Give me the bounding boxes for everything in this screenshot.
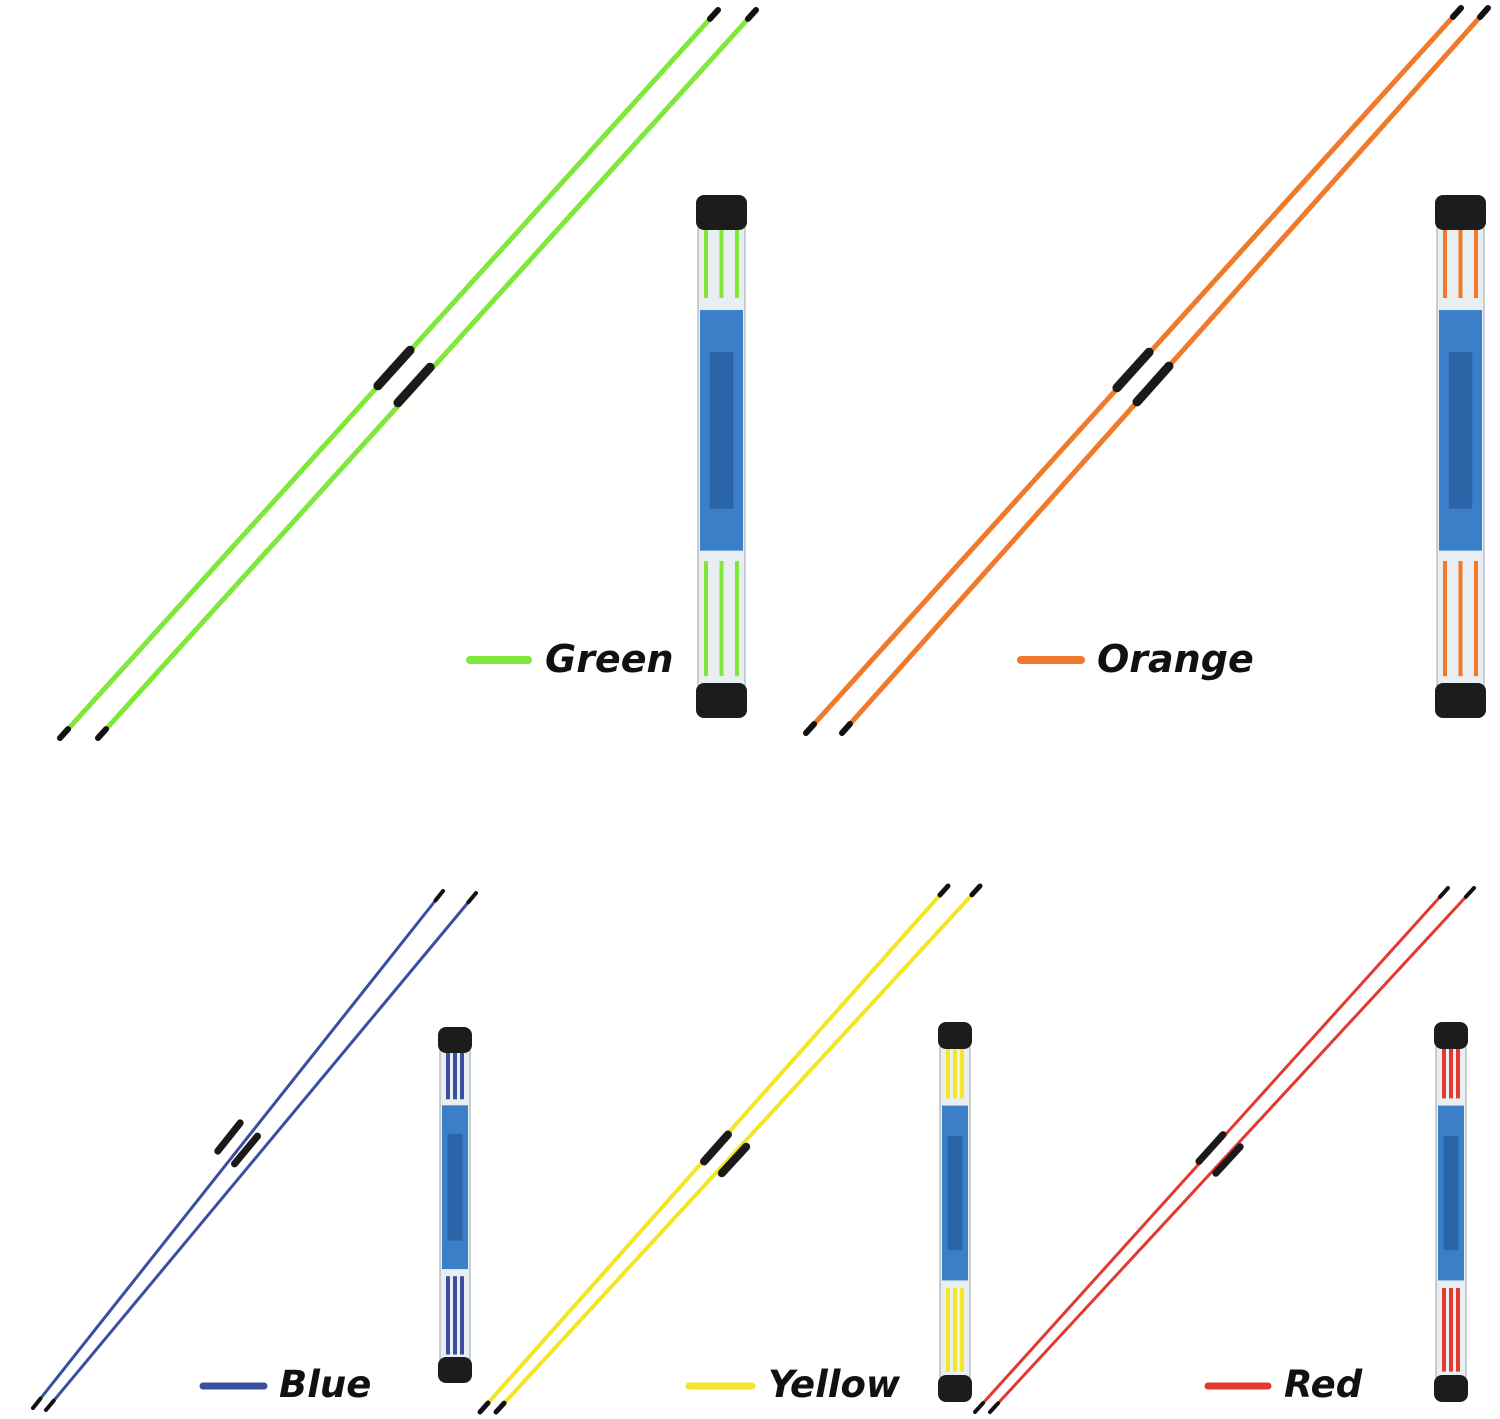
yellow-case-cap-top [938, 1022, 972, 1049]
orange-case-stick-bottom-1 [1443, 561, 1447, 677]
orange-stick-tip-top-2 [1477, 5, 1491, 20]
yellow-case-stick-top-2 [953, 1049, 957, 1099]
green-case-stick-top-1 [704, 230, 708, 298]
green-case-stick-top-3 [735, 230, 739, 298]
green-case-stick-bottom-1 [704, 561, 708, 677]
blue-case-cap-bottom [438, 1357, 472, 1383]
red-case-cap-bottom [1434, 1375, 1468, 1402]
red-stick-2 [988, 886, 1476, 1414]
yellow-case-stick-bottom-2 [953, 1288, 957, 1372]
red-case-stick-top-2 [1449, 1049, 1453, 1099]
blue-case-stick-top-1 [446, 1053, 450, 1100]
green-connector-sleeve-2 [393, 362, 435, 408]
red-stick-tip-top-2 [1463, 886, 1476, 899]
green-case-cap-bottom [696, 683, 747, 718]
yellow-case-cap-bottom [938, 1375, 972, 1402]
orange-case-stick-bottom-3 [1474, 561, 1478, 677]
red-case-cap-top [1434, 1022, 1468, 1049]
orange-stick-tip-bottom-1 [803, 721, 818, 736]
red-connector-sleeve-1 [1195, 1131, 1227, 1165]
green-stick-tip-top-1 [706, 7, 721, 22]
green-case-stick-top-2 [719, 230, 724, 298]
green-stick-tip-top-2 [744, 7, 759, 22]
yellow-case-label-art [947, 1136, 963, 1250]
yellow-case-stick-bottom-1 [946, 1288, 950, 1372]
yellow-connector-sleeve-1 [700, 1130, 732, 1166]
red-case-label-art [1443, 1136, 1459, 1250]
orange-case-stick-top-2 [1458, 230, 1463, 298]
red-case-stick-top-1 [1442, 1049, 1446, 1099]
blue-case-stick-bottom-1 [446, 1276, 450, 1355]
green-stick-tip-bottom-1 [57, 726, 72, 741]
yellow-stick-tip-top-2 [969, 883, 983, 898]
orange-case-stick-top-3 [1474, 230, 1478, 298]
blue-stick-tip-bottom-1 [31, 1396, 43, 1410]
yellow-stick-2 [494, 884, 982, 1414]
blue-case-stick-bottom-2 [453, 1276, 457, 1355]
blue-stick-1 [31, 889, 445, 1410]
yellow-stick-tip-top-1 [937, 883, 951, 898]
red-stick-tip-bottom-2 [988, 1401, 1001, 1414]
orange-connector-sleeve-1 [1112, 347, 1154, 393]
red-case-stick-bottom-3 [1456, 1288, 1460, 1372]
yellow-case-stick-top-1 [946, 1049, 950, 1099]
green-case-cap-top [696, 195, 747, 230]
orange-case-stick-bottom-2 [1458, 561, 1463, 677]
label-green: Green [545, 637, 674, 681]
orange-stick-tip-top-1 [1449, 5, 1464, 20]
orange-case-cap-bottom [1435, 683, 1486, 718]
blue-connector-sleeve-2 [230, 1132, 262, 1168]
red-stick-tip-top-1 [1437, 886, 1450, 899]
orange-case-label-art [1448, 351, 1473, 509]
red-stick-tip-bottom-1 [973, 1401, 986, 1414]
yellow-case-stick-top-3 [960, 1049, 964, 1099]
blue-stick-2 [44, 891, 478, 1412]
blue-stick-tip-bottom-2 [44, 1398, 56, 1412]
blue-case-cap-top [438, 1027, 472, 1053]
orange-stick-tip-bottom-2 [839, 721, 853, 736]
yellow-stick-tip-bottom-2 [493, 1400, 507, 1415]
green-connector-sleeve-1 [373, 345, 415, 391]
green-case-stick-bottom-3 [735, 561, 739, 677]
orange-case-stick-top-1 [1443, 230, 1447, 298]
blue-case-label-art [447, 1133, 463, 1241]
red-case-stick-top-3 [1456, 1049, 1460, 1099]
blue-stick-tip-top-1 [433, 889, 445, 903]
red-case-stick-bottom-2 [1449, 1288, 1453, 1372]
yellow-case-stick-bottom-3 [960, 1288, 964, 1372]
label-yellow: Yellow [768, 1363, 901, 1406]
blue-connector-sleeve-1 [214, 1119, 244, 1155]
green-case-label-art [709, 351, 734, 509]
orange-case-cap-top [1435, 195, 1486, 230]
yellow-stick-tip-bottom-1 [477, 1400, 491, 1415]
blue-stick-tip-top-2 [466, 891, 478, 905]
label-red: Red [1284, 1363, 1363, 1406]
label-orange: Orange [1097, 637, 1254, 681]
green-case-stick-bottom-2 [719, 561, 724, 677]
blue-case-stick-top-2 [453, 1053, 457, 1100]
label-blue: Blue [279, 1363, 372, 1406]
blue-case-stick-bottom-3 [460, 1276, 464, 1355]
orange-connector-sleeve-2 [1132, 361, 1174, 407]
green-stick-tip-bottom-2 [95, 726, 110, 741]
red-connector-sleeve-2 [1212, 1143, 1244, 1177]
blue-case-stick-top-3 [460, 1053, 464, 1100]
red-case-stick-bottom-1 [1442, 1288, 1446, 1372]
yellow-connector-sleeve-2 [717, 1142, 751, 1178]
